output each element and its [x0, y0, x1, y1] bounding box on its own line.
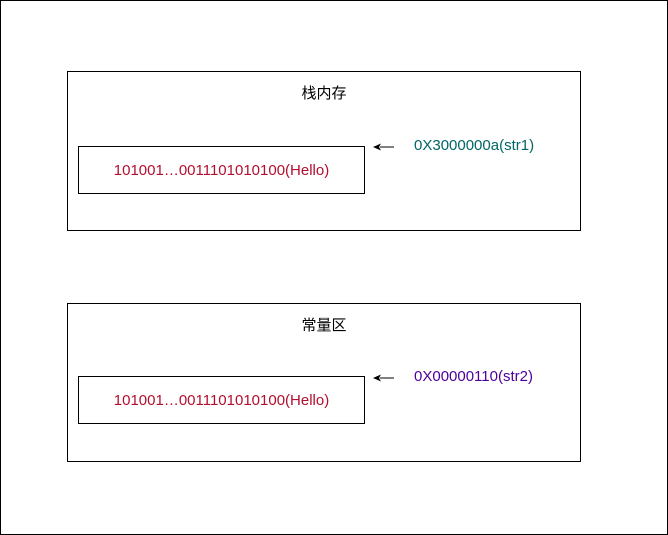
stack-pointer-label: 0X3000000a(str1) — [414, 137, 535, 154]
constant-pool-pointer-label: 0X00000110(str2) — [414, 368, 533, 385]
constant-pool-title: 常量区 — [301, 316, 347, 334]
stack-memory-cell-text: 101001…0011101010100(Hello) — [113, 161, 330, 179]
stack-memory-cell: 101001…0011101010100(Hello) — [78, 146, 365, 194]
stack-memory-title: 栈内存 — [301, 84, 347, 102]
constant-pool-cell: 101001…0011101010100(Hello) — [78, 376, 365, 424]
constant-pool-cell-text: 101001…0011101010100(Hello) — [113, 391, 330, 409]
